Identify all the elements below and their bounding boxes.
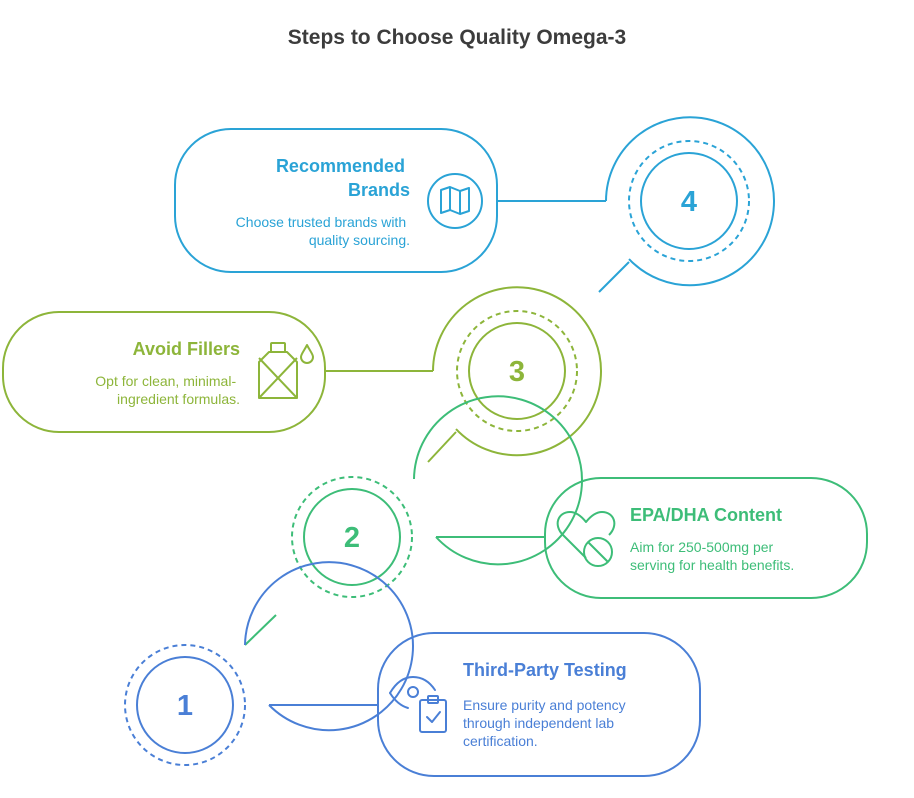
step-4-card [174, 128, 498, 273]
step-1 [124, 561, 701, 777]
step-1-dashed-ring [124, 644, 246, 766]
step-4-inner-ring [640, 152, 738, 250]
step-1-outer-ring [244, 561, 414, 732]
step-3-desc-line-2: ingredient formulas. [117, 391, 240, 407]
step-3-tail [427, 431, 457, 463]
step-3-card [2, 311, 326, 433]
step-4-outer-ring [605, 116, 775, 287]
page-title: Steps to Choose Quality Omega-3 [287, 26, 627, 49]
step-3-dashed-ring [456, 310, 578, 432]
step-1-desc-line-1: Ensure purity and potency [463, 697, 626, 713]
step-4-title-line-1: Recommended [276, 156, 405, 176]
step-2-number: 2 [344, 522, 360, 554]
step-2-outer-ring [413, 395, 583, 566]
svg-text:Ensure purity and potency: Ensure purity and potency through indepe… [463, 697, 630, 749]
step-3 [2, 286, 602, 463]
step-3-inner-ring [468, 322, 566, 420]
map-icon [427, 173, 483, 229]
step-2-tail [244, 614, 277, 646]
step-1-desc-line-3: certification. [463, 733, 538, 749]
svg-text:Aim for 250-500mg per serv: Aim for 250-500mg per serving for health… [630, 539, 794, 573]
step-3-number: 3 [509, 356, 525, 388]
step-2 [244, 395, 868, 646]
svg-text:Choose trusted brands with: Choose trusted brands with quality sourc… [236, 214, 410, 248]
step-1-inner-ring [136, 656, 234, 754]
step-4-number: 4 [681, 186, 697, 218]
heart-pill-icon [556, 511, 616, 567]
step-1-number: 1 [177, 690, 193, 722]
step-2-desc-line-1: Aim for 250-500mg per [630, 539, 774, 555]
step-4-title-line-2: Brands [348, 180, 410, 200]
step-2-dashed-ring [291, 476, 413, 598]
step-4 [174, 116, 775, 293]
step-4-desc-line-2: quality sourcing. [309, 232, 410, 248]
step-3-outer-ring [432, 286, 602, 457]
step-3-title: Avoid Fillers [133, 339, 240, 359]
step-2-desc-line-2: serving for health benefits. [630, 557, 794, 573]
step-3-desc-line-1: Opt for clean, minimal- [95, 373, 236, 389]
step-2-title: EPA/DHA Content [630, 505, 782, 525]
svg-text:Recommended Brands: Recommended Brands [276, 156, 410, 200]
step-4-desc-line-1: Choose trusted brands with [236, 214, 406, 230]
crossed-bottle-drop-icon [258, 342, 314, 399]
eye-clipboard-check-icon [389, 676, 447, 733]
step-4-dashed-ring [628, 140, 750, 262]
step-1-title: Third-Party Testing [463, 660, 627, 680]
step-1-desc-line-2: through independent lab [463, 715, 614, 731]
step-4-tail [598, 261, 630, 293]
svg-text:Opt for clean, minimal- in: Opt for clean, minimal- ingredient formu… [95, 373, 240, 407]
step-2-inner-ring [303, 488, 401, 586]
